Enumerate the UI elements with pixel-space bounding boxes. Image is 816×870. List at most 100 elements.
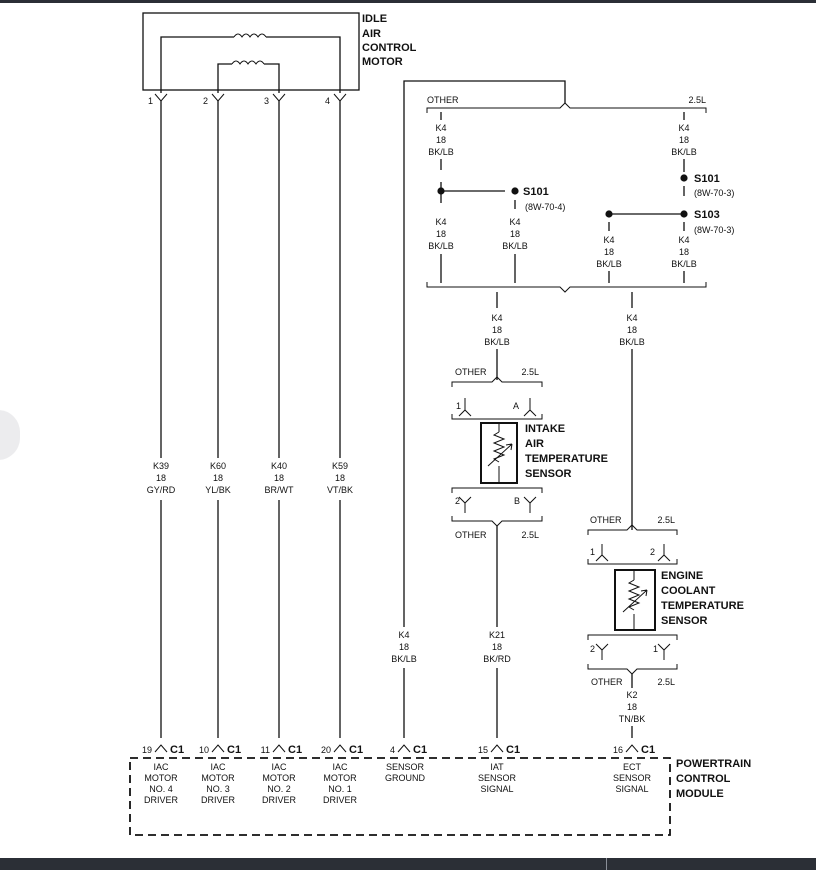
k4-ground-color: BK/LB: [391, 654, 417, 664]
svg-text:C1: C1: [227, 744, 241, 756]
iac-label-1: IDLE: [362, 13, 387, 25]
pcm-pin-4: 4: [390, 745, 395, 755]
ect-top-other: OTHER: [590, 515, 622, 525]
iac-label-2: AIR: [362, 28, 381, 40]
k4-e-color: BK/LB: [596, 259, 622, 269]
iat-bottom-other: OTHER: [455, 530, 487, 540]
svg-text:C1: C1: [170, 744, 184, 756]
svg-text:DRIVER: DRIVER: [201, 795, 236, 805]
k4-e-gauge: 18: [604, 247, 614, 257]
top-brace-other: OTHER: [427, 95, 459, 105]
svg-text:ECT: ECT: [623, 762, 642, 772]
iac-wires: [160, 101, 341, 738]
pcm-pin-10: 10: [199, 745, 209, 755]
iac-pin-2: 2: [203, 96, 208, 106]
sensor-ground-network: OTHER 2.5L K4 18 BK/LB S101 (8W-70-4) K4…: [391, 80, 734, 738]
k4-b-gauge: 18: [436, 229, 446, 239]
svg-text:IAC: IAC: [271, 762, 287, 772]
ect-label-2: COOLANT: [661, 585, 716, 597]
k4-a-circuit: K4: [435, 123, 446, 133]
wire-k60-color: YL/BK: [205, 485, 231, 495]
svg-text:MOTOR: MOTOR: [144, 773, 178, 783]
wire-k40-color: BR/WT: [265, 485, 294, 495]
splice-s101-left-ref: (8W-70-4): [525, 202, 565, 212]
svg-text:DRIVER: DRIVER: [323, 795, 358, 805]
pcm-pin-descriptions: IAC MOTOR NO. 4 DRIVER IAC MOTOR NO. 3 D…: [144, 762, 652, 805]
k4-f-gauge: 18: [679, 247, 689, 257]
iat-label-1: INTAKE: [525, 423, 565, 435]
svg-text:GROUND: GROUND: [385, 773, 425, 783]
iac-wire-labels: K39 18 GY/RD K60 18 YL/BK K40 18 BR/WT K…: [147, 461, 353, 495]
k4-h-color: BK/LB: [619, 337, 645, 347]
svg-text:SENSOR: SENSOR: [613, 773, 652, 783]
pcm-pin-numbers: 19 10 11 20 4 15 16: [142, 745, 623, 755]
splice-s103-id: S103: [694, 209, 720, 221]
wire-k2-circuit: K2: [626, 690, 637, 700]
ect-pin-bottom-right: 1: [653, 644, 658, 654]
svg-text:NO. 4: NO. 4: [149, 784, 173, 794]
k4-a-color: BK/LB: [428, 147, 454, 157]
k4-b-color: BK/LB: [428, 241, 454, 251]
iat-pin-top-left: 1: [456, 401, 461, 411]
ect-bottom-2.5l: 2.5L: [657, 677, 675, 687]
iac-pin-3: 3: [264, 96, 269, 106]
svg-text:C1: C1: [413, 744, 427, 756]
svg-text:SENSOR: SENSOR: [478, 773, 517, 783]
window-top-bar: [0, 0, 816, 3]
iac-label-3: CONTROL: [362, 42, 417, 54]
svg-text:SENSOR: SENSOR: [386, 762, 425, 772]
ect-sensor: OTHER 2.5L 1 2 ENGINE COOLANT TEMPERATUR…: [587, 515, 744, 738]
ect-top-2.5l: 2.5L: [657, 515, 675, 525]
svg-text:C1: C1: [288, 744, 302, 756]
svg-text:IAC: IAC: [332, 762, 348, 772]
k4-g-circuit: K4: [491, 313, 502, 323]
k4-c-color: BK/LB: [502, 241, 528, 251]
iat-bottom-2.5l: 2.5L: [521, 530, 539, 540]
svg-text:IAC: IAC: [210, 762, 226, 772]
k4-ground-gauge: 18: [399, 642, 409, 652]
window-bottom-bar: [0, 858, 816, 870]
svg-text:IAC: IAC: [153, 762, 169, 772]
wire-k40-gauge: 18: [274, 473, 284, 483]
splice-s103-ref: (8W-70-3): [694, 225, 734, 235]
svg-text:C1: C1: [506, 744, 520, 756]
pcm-pin-11: 11: [261, 745, 270, 755]
wire-k21-color: BK/RD: [483, 654, 511, 664]
iat-label-2: AIR: [525, 438, 544, 450]
svg-text:C1: C1: [641, 744, 655, 756]
wire-k21-gauge: 18: [492, 642, 502, 652]
side-panel-handle[interactable]: [0, 410, 20, 460]
iac-pin-1: 1: [148, 96, 153, 106]
pcm: POWERTRAIN CONTROL MODULE: [129, 744, 751, 836]
pcm-connector-labels: C1 C1 C1 C1 C1 C1 C1: [170, 744, 655, 756]
svg-text:DRIVER: DRIVER: [262, 795, 297, 805]
ect-label-1: ENGINE: [661, 570, 703, 582]
ect-label-3: TEMPERATURE: [661, 600, 744, 612]
wire-k2-gauge: 18: [627, 702, 637, 712]
ect-pin-top-right: 2: [650, 547, 655, 557]
splice-dot-s101-a2: [511, 187, 519, 195]
wire-k2-color: TN/BK: [619, 714, 646, 724]
wire-k39-color: GY/RD: [147, 485, 176, 495]
pcm-pin-15: 15: [478, 745, 488, 755]
k4-g-color: BK/LB: [484, 337, 510, 347]
pcm-label-2: CONTROL: [676, 773, 731, 785]
pcm-pin-19: 19: [142, 745, 152, 755]
k4-f-circuit: K4: [678, 235, 689, 245]
svg-text:MOTOR: MOTOR: [201, 773, 235, 783]
k4-ground-circuit: K4: [398, 630, 409, 640]
iat-sensor: OTHER 2.5L 1 A INTAKE AIR TEMPERATURE SE…: [451, 367, 608, 738]
k4-a-gauge: 18: [436, 135, 446, 145]
wire-k59-gauge: 18: [335, 473, 345, 483]
k4-d-gauge: 18: [679, 135, 689, 145]
iac-label-4: MOTOR: [362, 56, 403, 68]
wire-k21-circuit: K21: [489, 630, 505, 640]
wire-k59-circuit: K59: [332, 461, 348, 471]
splice-s101-right-id: S101: [694, 173, 720, 185]
toolbar-divider: [606, 858, 607, 870]
k4-c-circuit: K4: [509, 217, 520, 227]
splice-dot-s103-b: [605, 210, 613, 218]
wire-k60-gauge: 18: [213, 473, 223, 483]
svg-text:SIGNAL: SIGNAL: [480, 784, 513, 794]
iac-motor: IDLE AIR CONTROL MOTOR 1 2 3 4: [142, 12, 417, 106]
